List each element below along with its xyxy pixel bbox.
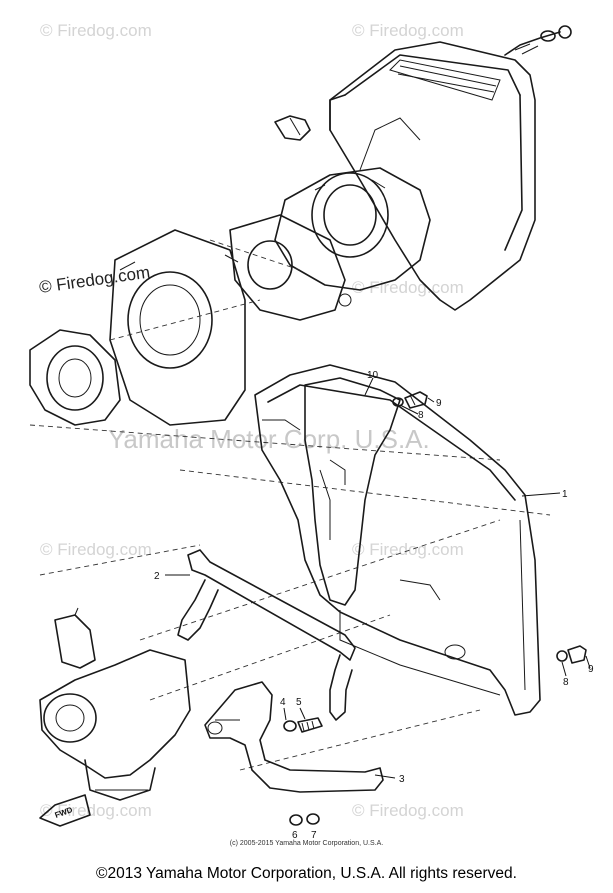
inner-cover bbox=[304, 377, 401, 606]
watermark-firedog: © Firedog.com bbox=[40, 801, 152, 820]
callout-7: 7 bbox=[311, 830, 317, 841]
watermark-yamaha: Yamaha Motor Corp. U.S.A. bbox=[108, 424, 430, 454]
link-rod bbox=[177, 549, 356, 721]
callout-9-upper: 9 bbox=[436, 398, 442, 409]
watermark-firedog: © Firedog.com bbox=[40, 540, 152, 559]
main-case bbox=[254, 364, 541, 716]
watermark-firedog: © Firedog.com bbox=[352, 801, 464, 820]
callout-layer: 1 2 3 4 5 6 7 8 9 8 9 10 bbox=[154, 370, 594, 841]
gasket-plate bbox=[229, 214, 352, 321]
watermark-firedog: © Firedog.com bbox=[40, 21, 152, 40]
callout-8-right: 8 bbox=[563, 677, 569, 688]
copyright-footer: ©2013 Yamaha Motor Corporation, U.S.A. A… bbox=[96, 865, 517, 882]
alignment-lines bbox=[29, 239, 551, 771]
callout-3: 3 bbox=[399, 774, 405, 785]
callout-6: 6 bbox=[292, 830, 298, 841]
flange bbox=[29, 329, 121, 426]
mounting-bracket bbox=[109, 229, 246, 426]
bolt-top-right bbox=[504, 25, 572, 56]
watermark-firedog: © Firedog.com bbox=[352, 21, 464, 40]
screw-right bbox=[556, 645, 587, 664]
callout-8-upper: 8 bbox=[418, 410, 424, 421]
callout-4: 4 bbox=[280, 697, 286, 708]
screw-upper bbox=[392, 391, 428, 409]
pin-assembly bbox=[283, 717, 323, 733]
air-cleaner-cover bbox=[329, 41, 536, 311]
carburetor bbox=[39, 607, 191, 801]
lower-bracket bbox=[204, 681, 384, 793]
callout-10: 10 bbox=[367, 370, 379, 381]
screw-bottom bbox=[289, 813, 320, 826]
copyright-small: (c) 2005-2015 Yamaha Motor Corporation, … bbox=[229, 840, 384, 847]
callout-9-right: 9 bbox=[588, 664, 594, 675]
callout-1: 1 bbox=[562, 489, 568, 500]
watermark-firedog-dark: © Firedog.com bbox=[38, 263, 151, 297]
intake-silencer bbox=[274, 167, 431, 291]
watermark-firedog: © Firedog.com bbox=[352, 278, 464, 297]
callout-2: 2 bbox=[154, 571, 160, 582]
callout-5: 5 bbox=[296, 697, 302, 708]
watermark-firedog: © Firedog.com bbox=[352, 540, 464, 559]
clip bbox=[274, 115, 311, 141]
